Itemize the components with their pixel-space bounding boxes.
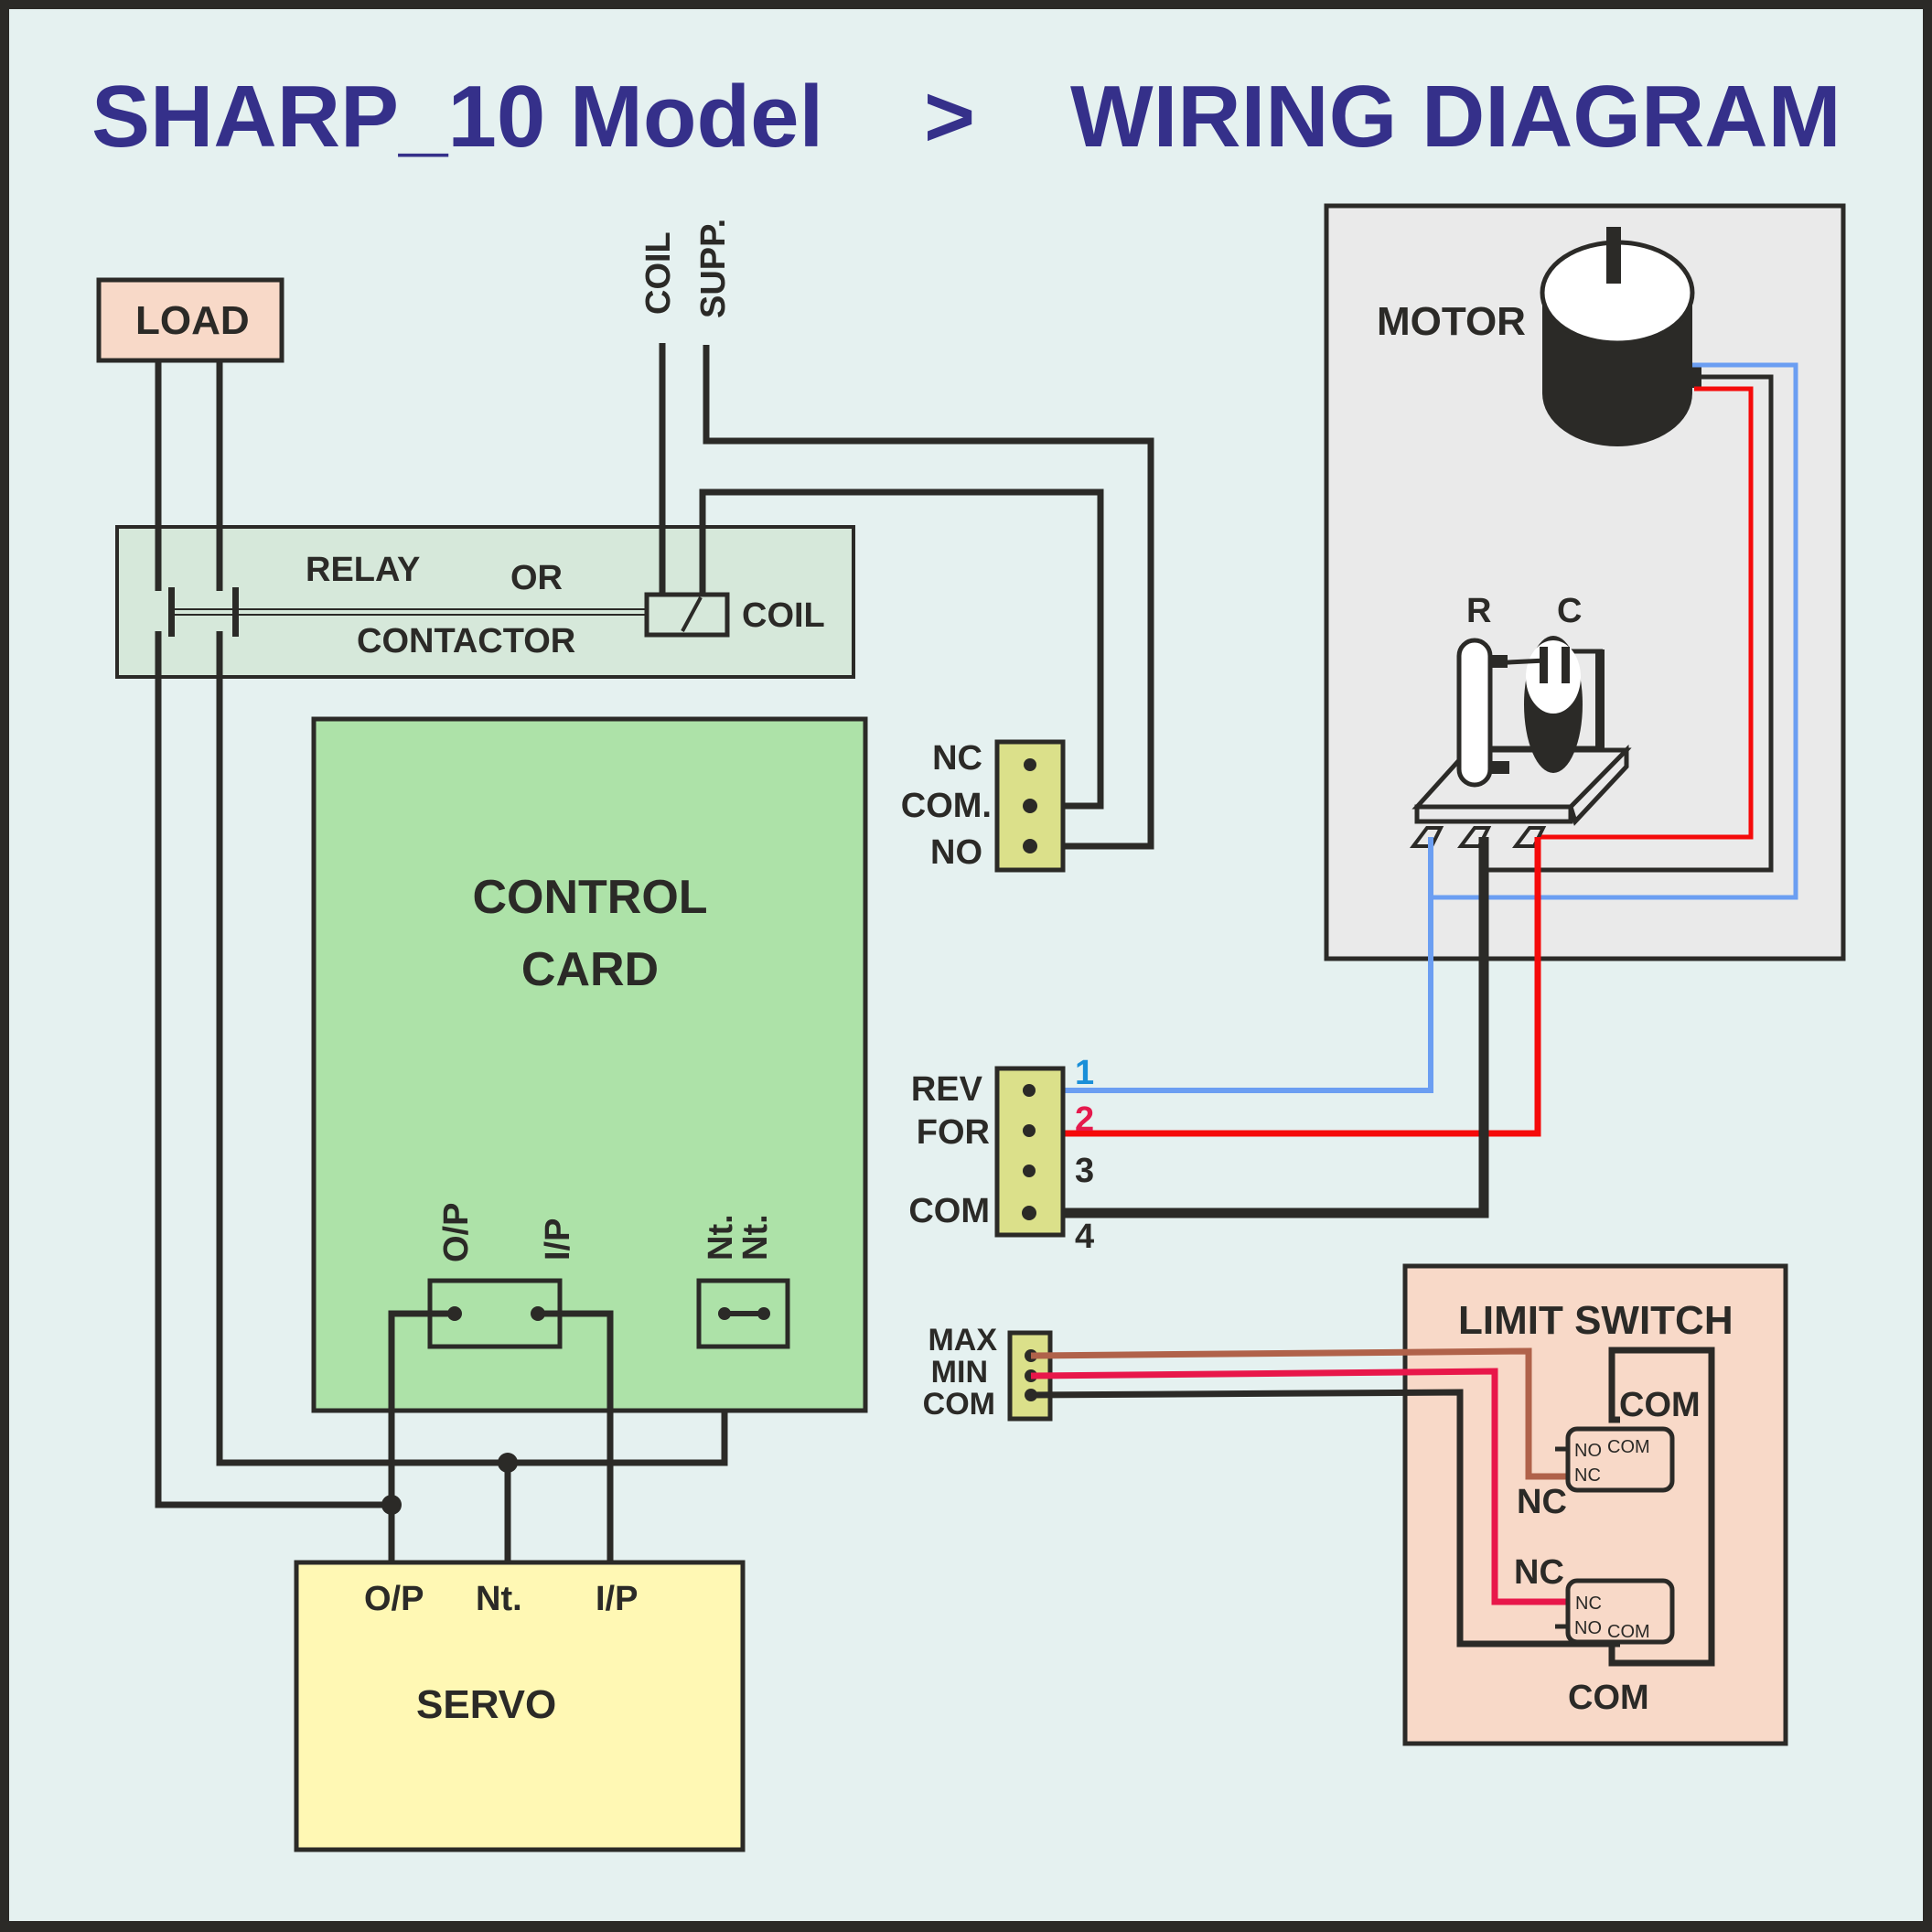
motor-terminal-number-2: 2 [1075, 1100, 1094, 1139]
motor-wire-red [1538, 386, 1754, 840]
relay-terminal-com: COM. [901, 787, 992, 825]
motor-terminal-number-1: 1 [1075, 1054, 1094, 1092]
control-port-op-label: O/P [437, 1203, 476, 1262]
control-port-nt-label-2: Nt. [736, 1214, 775, 1261]
relay-coil-label: COIL [742, 596, 825, 635]
limit-com-loop [1608, 1347, 1715, 1667]
wire-com-black [1025, 837, 1489, 1218]
load-box [96, 277, 284, 363]
relay-contactor-label: CONTACTOR [357, 622, 575, 660]
sw2-com-label: COM [1607, 1622, 1650, 1642]
motor-wire-blue [1431, 362, 1798, 900]
limit-terminal-min: MIN [931, 1355, 988, 1390]
sw2-nc-label: NC [1575, 1594, 1602, 1614]
servo-box [294, 1560, 746, 1852]
load-wire-left [155, 631, 392, 1508]
limit-upper-com-label: COM [1619, 1386, 1701, 1424]
load-label: LOAD [135, 298, 250, 343]
servo-label: SERVO [416, 1682, 556, 1727]
limit-lower-nc-label: NC [1514, 1553, 1564, 1592]
control-port-ip-label: I/P [539, 1218, 577, 1261]
limit-wire-com [1030, 1389, 1620, 1648]
junction-nt [498, 1453, 518, 1473]
control-card-line-1: CONTROL [472, 871, 707, 924]
motor-icon [1540, 227, 1701, 446]
page-title: SHARP_10 Model > WIRING DIAGRAM [91, 68, 1841, 166]
sw1-no-label: NO [1574, 1441, 1602, 1461]
junction-op [381, 1495, 402, 1515]
limit-switch-1 [1565, 1426, 1675, 1493]
coil-supply-label-1: COIL [639, 231, 678, 315]
coil-to-com-wire [699, 488, 1104, 810]
relay-terminal-nc: NC [932, 739, 982, 778]
motor-terminal-com: COM [908, 1192, 990, 1230]
supp-wire [703, 345, 1154, 850]
title-model: SHARP_10 Model [91, 68, 823, 166]
capacitor-label: C [1557, 592, 1582, 630]
title-separator: > [924, 68, 975, 166]
limit-lower-com-label: COM [1568, 1679, 1649, 1717]
limit-terminal-com: COM [923, 1387, 995, 1422]
motor-terminal-number-3: 3 [1075, 1152, 1094, 1190]
coil-supply-label-2: SUPP. [694, 219, 733, 318]
relay-terminal-block [994, 739, 1066, 873]
wire-for-red [1025, 837, 1541, 1137]
title-section: WIRING DIAGRAM [1070, 68, 1841, 166]
wire-rev-blue [1031, 837, 1433, 1093]
control-port-nt-box [696, 1278, 790, 1349]
limit-upper-nc-label: NC [1517, 1483, 1567, 1521]
servo-pin-nt: Nt. [476, 1580, 522, 1618]
motor-terminal-rev: REV [911, 1070, 983, 1109]
ip-wire [538, 1310, 614, 1562]
resistor-icon [1456, 638, 1605, 788]
limit-terminal-max: MAX [928, 1323, 997, 1358]
control-port-nt-label-1: Nt. [702, 1214, 740, 1261]
motor-wire-black [1484, 374, 1774, 873]
relay-box [115, 525, 855, 679]
motor-terminal-number-4: 4 [1075, 1218, 1094, 1256]
limit-wire-max [1030, 1347, 1570, 1480]
sw1-nc-label: NC [1574, 1465, 1601, 1486]
op-wire [388, 1310, 455, 1562]
motor-label: MOTOR [1377, 299, 1526, 344]
control-card-box [311, 716, 868, 1413]
relay-contacts-icon [168, 587, 647, 637]
relay-or-label: OR [510, 559, 563, 597]
limit-switch-panel [1402, 1263, 1788, 1746]
limit-switch-title: LIMIT SWITCH [1458, 1298, 1733, 1343]
sw1-com-label: COM [1607, 1437, 1650, 1457]
control-card-line-2: CARD [521, 943, 659, 996]
motor-terminal-block [994, 1066, 1066, 1238]
servo-pin-op: O/P [364, 1580, 424, 1618]
limit-switch-2 [1565, 1578, 1675, 1645]
resistor-label: R [1466, 592, 1491, 630]
relay-terminal-no: NO [930, 833, 982, 872]
sw2-no-label: NO [1574, 1618, 1602, 1638]
terminal-board-icon [1410, 744, 1632, 848]
limit-wire-min [1030, 1368, 1570, 1605]
servo-pin-ip: I/P [596, 1580, 638, 1618]
motor-terminal-for: FOR [917, 1113, 990, 1152]
relay-label: RELAY [306, 551, 420, 589]
